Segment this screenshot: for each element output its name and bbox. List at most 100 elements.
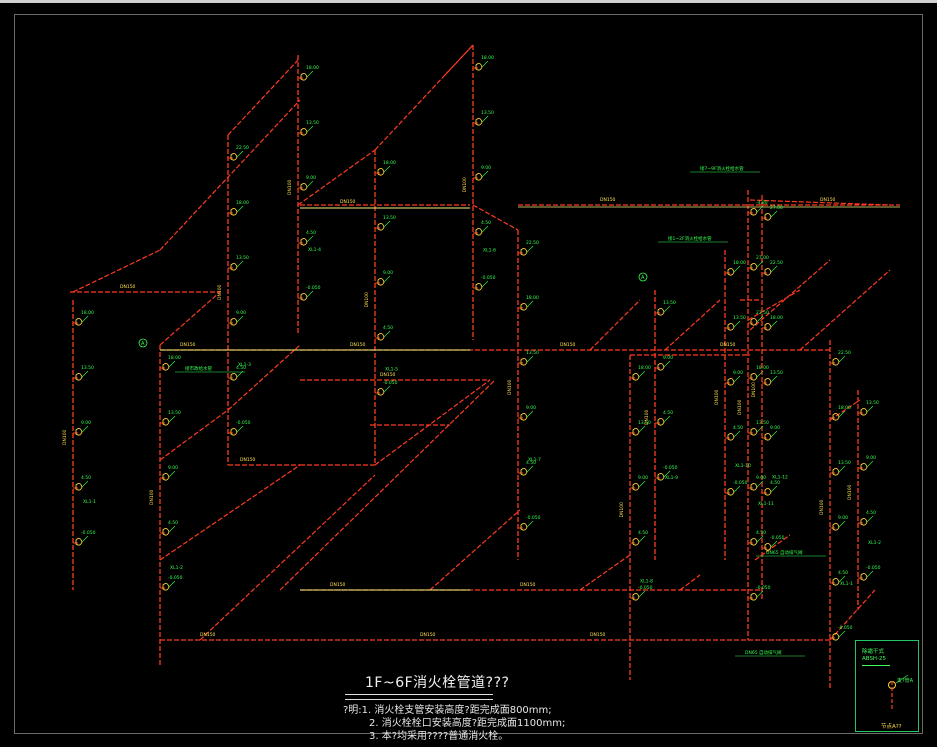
hydrant-icon (162, 470, 176, 481)
hydrant-icon (300, 290, 314, 301)
main-pipe (747, 289, 801, 321)
pipe-size-label: DN100 (714, 389, 720, 405)
riser-tag-label: XL1-2 (170, 565, 183, 571)
hydrant-icon (727, 430, 741, 441)
hydrant-icon (727, 485, 741, 496)
floor-level-label: 9.00 (526, 405, 536, 411)
floor-level-label: 13.50 (526, 350, 539, 356)
riser-tag-label: XL1-1 (840, 581, 853, 587)
riser-tag-label: XL1-5 (385, 367, 398, 373)
floor-level-label: 9.00 (306, 175, 316, 181)
main-pipe (227, 59, 299, 136)
hydrant-icon (632, 535, 646, 546)
pipe-size-label: DN100 (737, 399, 743, 415)
hydrant-icon (750, 315, 764, 326)
floor-level-label: 18.00 (306, 65, 319, 71)
hydrant-icon (377, 275, 391, 286)
main-pipe (297, 149, 376, 206)
floor-level-label: 4.50 (770, 480, 780, 486)
floor-level-label: 4.50 (236, 365, 246, 371)
floor-level-label: 18.00 (770, 315, 783, 321)
pipe-size-label: DN150 (180, 342, 196, 348)
floor-level-label: 13.50 (756, 420, 769, 426)
floor-level-label: -0.050 (663, 465, 678, 471)
hydrant-icon (520, 410, 534, 421)
note-line-1: ?明:1. 消火栓支管安装高度?距完成面800mm; (343, 705, 552, 716)
hydrant-icon (860, 570, 874, 581)
hydrant-icon (832, 520, 846, 531)
hydrant-icon (300, 180, 314, 191)
floor-level-label: 9.00 (168, 465, 178, 471)
riser-tag-label: XL1-2 (868, 540, 881, 546)
pipe-size-label: DN100 (619, 502, 625, 518)
hydrant-icon (832, 465, 846, 476)
floor-level-label: -0.050 (866, 565, 881, 571)
floor-level-label: -0.050 (383, 380, 398, 386)
riser-tag-label: XL1-10 (735, 463, 751, 469)
pipe-size-label: DN150 (560, 342, 576, 348)
main-pipe (749, 199, 891, 206)
floor-level-label: -0.050 (733, 480, 748, 486)
floor-level-label: -0.050 (838, 625, 853, 631)
floor-level-label: 18.00 (481, 55, 494, 61)
hydrant-icon (230, 260, 244, 271)
hydrant-icon (832, 630, 846, 641)
note-line-3: 3. 本?均采用????普通消火栓。 (369, 731, 509, 742)
main-pipe (159, 99, 301, 251)
pipe-size-label: DN150 (590, 632, 606, 638)
floor-level-label: 4.50 (866, 510, 876, 516)
floor-level-label: 13.50 (770, 370, 783, 376)
floor-level-label: 13.50 (168, 410, 181, 416)
hydrant-icon (657, 360, 671, 371)
legend-spec: 除霜干式 ABSH-25 (862, 649, 886, 663)
hydrant-icon (657, 470, 671, 481)
drawing-notes: 1F~6F消火栓管道??? ?明:1. 消火栓支管安装高度?距完成面800mm;… (343, 672, 643, 743)
hydrant-icon (764, 485, 778, 496)
main-pipe (374, 379, 491, 466)
hydrant-icon (860, 460, 874, 471)
floor-level-label: -0.050 (770, 535, 785, 541)
hydrant-fixtures (75, 60, 874, 641)
main-pipe (589, 299, 641, 351)
floor-level-label: 18.00 (756, 365, 769, 371)
note-line-2: 2. 消火栓栓口安装高度?距完成面1100mm; (369, 718, 566, 729)
legend-tag: 支?管A (897, 678, 914, 684)
hydrant-icon (520, 355, 534, 366)
pipe-size-label: DN100 (217, 284, 223, 300)
hydrant-icon (162, 580, 176, 591)
floor-level-label: 22.50 (838, 350, 851, 356)
floor-level-label: 9.00 (236, 310, 246, 316)
riser-tag-label: XL1-11 (758, 501, 774, 507)
hydrant-icon (377, 220, 391, 231)
floor-level-label: 13.50 (866, 400, 879, 406)
riser-tag-label: XL1-6 (483, 248, 496, 254)
main-pipe (429, 509, 521, 591)
pipe-size-label: DN150 (600, 197, 616, 203)
hydrant-icon (162, 525, 176, 536)
floor-level-label: 13.50 (481, 110, 494, 116)
pipe-size-label: DN100 (507, 379, 513, 395)
hydrant-icon (727, 375, 741, 386)
hydrant-icon (657, 305, 671, 316)
floor-level-label: 9.00 (770, 425, 780, 431)
hydrant-icon (475, 60, 489, 71)
main-pipe (227, 344, 301, 411)
riser-tag-label: XL1-12 (772, 475, 788, 481)
pipe-size-label: DN150 (420, 632, 436, 638)
main-pipe (799, 269, 891, 351)
floor-level-label: 13.50 (383, 215, 396, 221)
pipe-size-label: DN100 (644, 409, 650, 425)
hydrant-icon (750, 260, 764, 271)
floor-level-label: 4.50 (81, 475, 91, 481)
main-pipe (72, 249, 161, 293)
main-pipe (159, 291, 221, 346)
floor-level-label: 22.50 (236, 145, 249, 151)
floor-level-label: 4.50 (838, 570, 848, 576)
floor-level-label: 4.50 (383, 325, 393, 331)
hydrant-icon (860, 515, 874, 526)
hydrant-icon (750, 535, 764, 546)
hydrant-icon (230, 370, 244, 381)
legend-spec-line-1: 除霜干式 (862, 649, 885, 655)
hydrant-icon (520, 520, 534, 531)
legend-spec-line-2: ABSH-25 (862, 656, 887, 662)
